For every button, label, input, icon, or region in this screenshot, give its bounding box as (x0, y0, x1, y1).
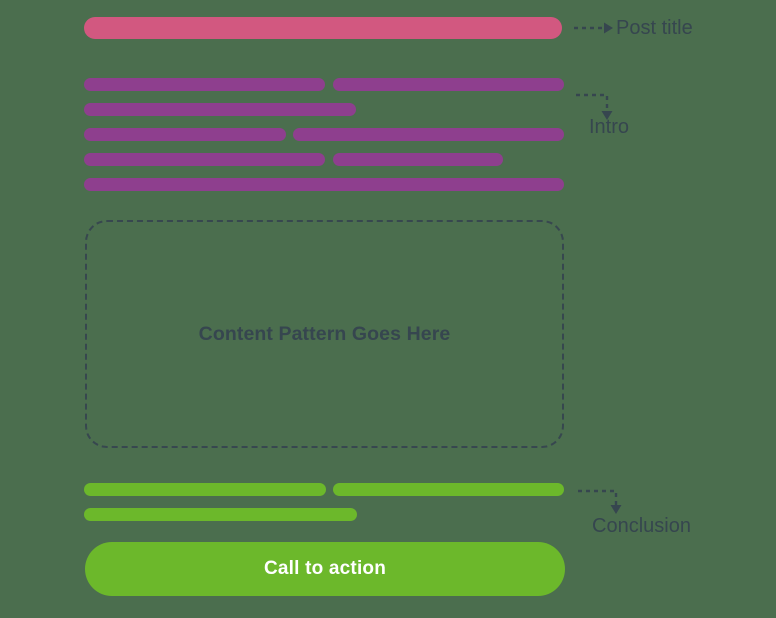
dashed-elbow-arrow-down-icon (578, 489, 622, 514)
intro-text-bar (84, 103, 356, 116)
conclusion-text-bar (84, 483, 326, 496)
intro-text-bar (84, 178, 564, 191)
intro-text-bar (84, 153, 325, 166)
content-pattern-placeholder[interactable]: Content Pattern Goes Here (85, 220, 564, 448)
call-to-action-button[interactable]: Call to action (85, 542, 565, 596)
intro-text-bar (84, 128, 286, 141)
annotation-label-intro: Intro (589, 116, 630, 138)
intro-text-bar (293, 128, 564, 141)
conclusion-text-bar (333, 483, 564, 496)
annotation-label-conclusion: Conclusion (592, 515, 691, 537)
annotation-label-post-title: Post title (616, 17, 693, 39)
conclusion-text-bar (84, 508, 357, 521)
dashed-arrow-right-icon (574, 22, 613, 34)
intro-text-bar (333, 153, 503, 166)
post-title-bar (84, 17, 562, 39)
content-pattern-label: Content Pattern Goes Here (198, 322, 451, 345)
intro-text-bar (333, 78, 564, 91)
intro-text-bar (84, 78, 325, 91)
